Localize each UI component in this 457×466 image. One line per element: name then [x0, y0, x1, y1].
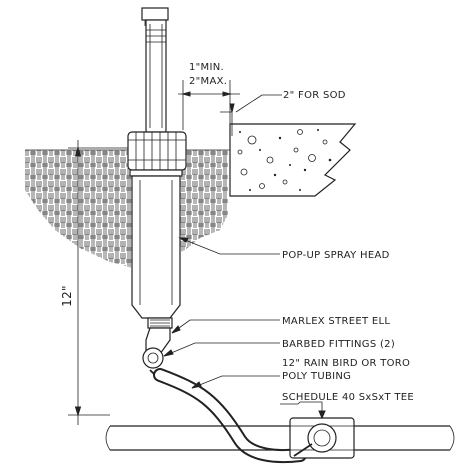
street-ell: [142, 327, 171, 381]
tubing-label-line1: 12" RAIN BIRD OR TORO: [282, 358, 410, 369]
vertical-dimension: [68, 140, 130, 425]
spray-head-label: POP-UP SPRAY HEAD: [282, 250, 390, 261]
sod-callout: [220, 94, 282, 136]
spray-head: [127, 7, 187, 329]
soil-hatch: [25, 149, 230, 270]
poly-tubing: [153, 368, 307, 464]
callout-leaders: [163, 237, 326, 420]
max-depth-label: 2"MAX.: [189, 76, 227, 87]
barbed-fittings-label: BARBED FITTINGS (2): [282, 339, 395, 350]
street-ell-label: MARLEX STREET ELL: [282, 316, 390, 327]
tee-label: SCHEDULE 40 SxSxT TEE: [282, 392, 414, 403]
depth-dimension: [178, 80, 240, 130]
tubing-label-line2: POLY TUBING: [282, 371, 351, 382]
sod-block: [229, 123, 357, 197]
sod-label: 2" FOR SOD: [283, 90, 346, 101]
min-depth-label: 1"MIN.: [189, 62, 224, 73]
main-pipe: [105, 417, 455, 459]
dimension-12-label: 12": [60, 285, 74, 307]
